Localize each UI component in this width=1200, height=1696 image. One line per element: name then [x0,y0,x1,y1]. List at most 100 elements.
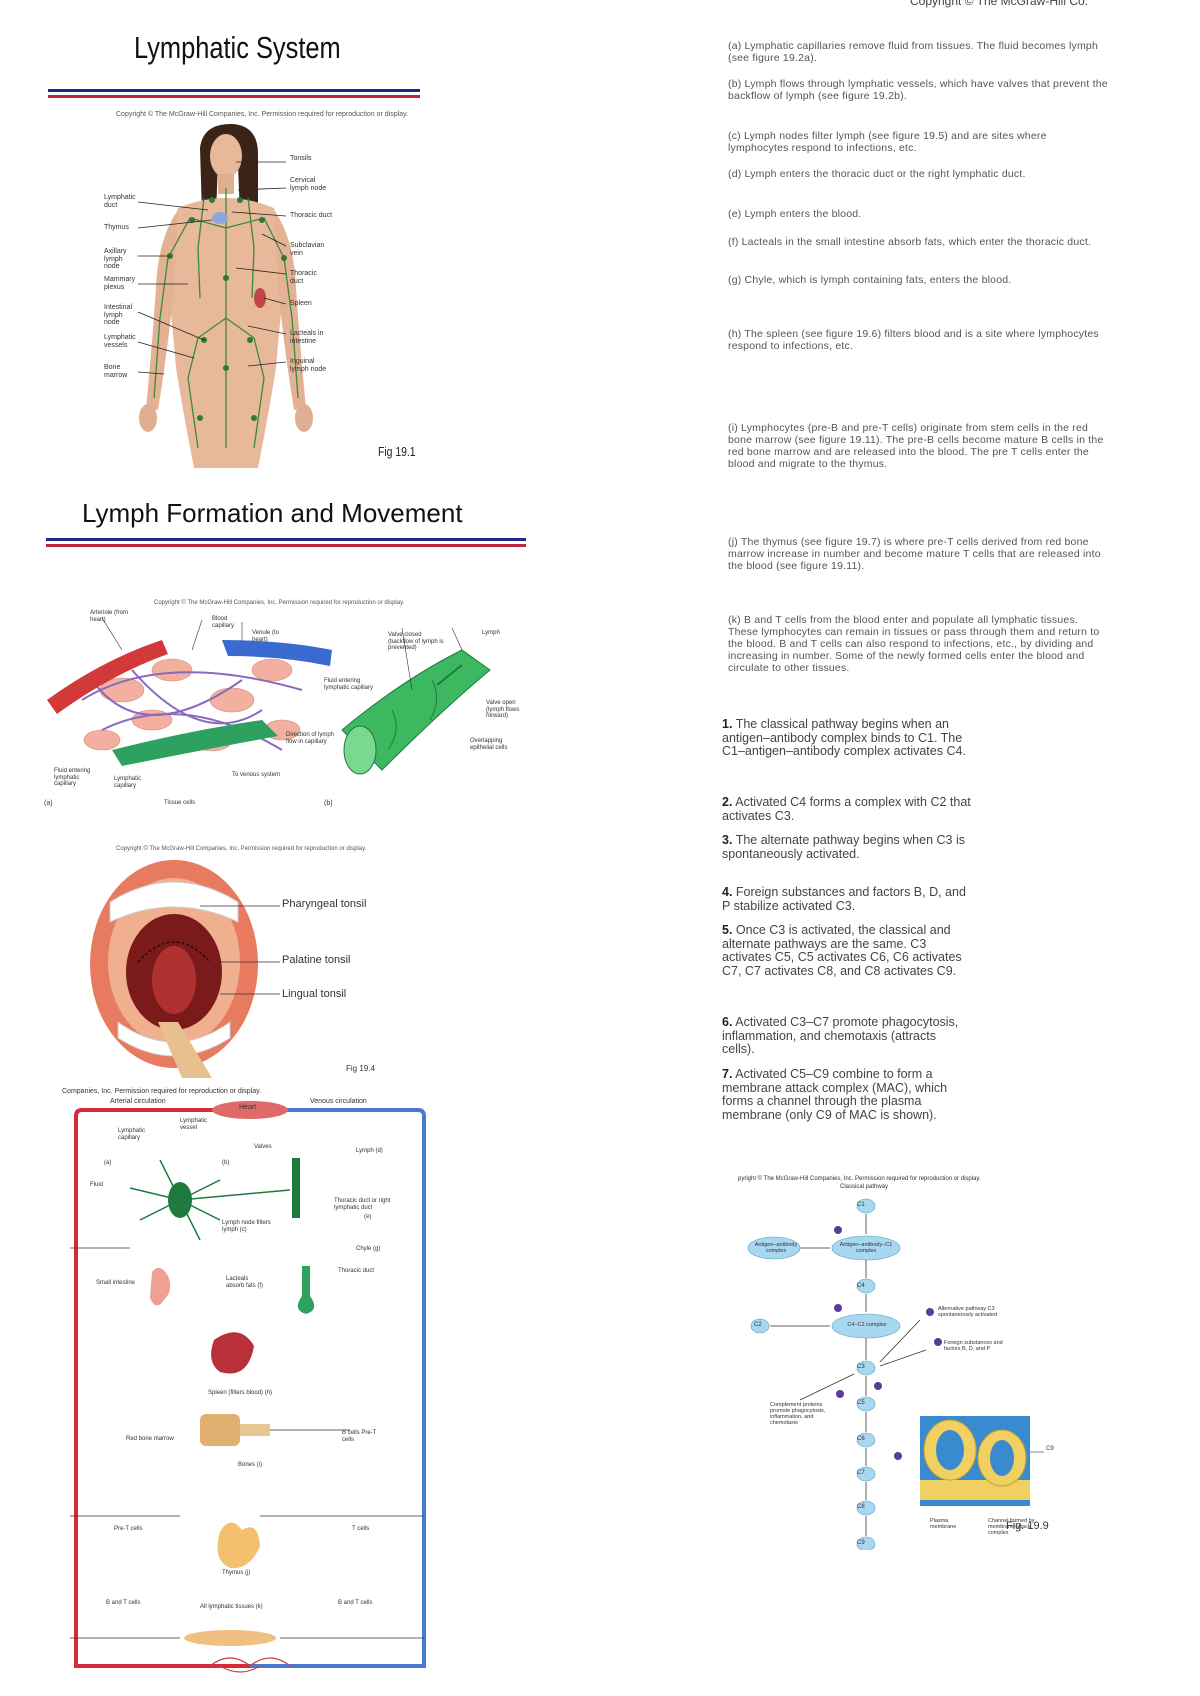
flow-label-2: Valves [254,1144,294,1151]
step-1: 1. The classical pathway begins when an … [722,718,972,759]
step-5: 5. Once C3 is activated, the classical a… [722,924,972,978]
complement-antigen: Antigen–antibody complex [754,1242,798,1254]
body-label-tonsils: Tonsils [290,155,360,163]
flow-label-21: B and T cells [106,1600,156,1606]
flow-label-9: Lymph node filters lymph (c) [222,1220,272,1233]
body-label-inguinal: Inguinal lymph node [290,358,330,373]
lymphatic-body-figure [108,118,468,468]
note-b: (b) Lymph flows through lymphatic vessel… [728,78,1108,102]
complement-plasma: Plasma membrane [930,1518,970,1530]
complement-foreign: Foreign substances and factors B, D, and… [944,1340,1014,1352]
body-label-thymus: Thymus [104,224,140,232]
body-label-thoracic-duct: Thoracic duct [290,270,330,285]
title-rule-blue [48,89,420,92]
flow-label-17: Bones (i) [238,1462,268,1469]
cnode-c9: C9 [857,1540,865,1546]
permission-note-5: pyright © The McGraw-Hill Companies, Inc… [738,1176,981,1182]
body-label-lymphatic-duct: Lymphatic duct [104,194,140,209]
permission-note-2: Copyright © The McGraw-Hill Companies, I… [154,600,404,606]
tonsil-label-palatine: Palatine tonsil [282,954,351,966]
lf-label-blood-capillary: Blood capillary [212,616,242,629]
figure-number-19-1: Fig 19.1 [378,444,416,459]
flow-label-10: Chyle (g) [356,1246,396,1253]
note-e: (e) Lymph enters the blood. [728,208,1108,220]
body-label-vessels: Lymphatic vessels [104,334,144,349]
flow-label-8: (e) [364,1214,371,1220]
cnode-complex: Antigen–antibody–C1 complex [838,1242,894,1254]
complement-promote: Complement proteins promote phagocytosis… [770,1402,834,1426]
flow-label-14: Spleen (filters blood) (h) [208,1390,288,1397]
flow-label-7: Thoracic duct or right lymphatic duct [334,1198,414,1211]
flow-label-22: All lymphatic tissues (k) [200,1604,280,1611]
note-d: (d) Lymph enters the thoracic duct or th… [728,168,1108,180]
note-k: (k) B and T cells from the blood enter a… [728,614,1108,674]
flow-label-18: Pre-T cells [114,1526,154,1532]
flow-label-19: T cells [352,1526,392,1532]
permission-note: Copyright © The McGraw-Hill Companies, I… [116,111,408,118]
flow-label-4: (b) [222,1160,229,1166]
body-label-cervical: Cervical lymph node [290,177,330,192]
cnode-c3: C3 [857,1364,865,1370]
flow-label-11: Thoracic duct [338,1268,378,1275]
body-label-thoracic: Thoracic duct [290,212,350,220]
body-label-axillary: Axillary lymph node [104,248,140,271]
flow-heart: Heart [239,1104,256,1111]
note-c: (c) Lymph nodes filter lymph (see figure… [728,130,1108,154]
title-rule-red-2 [46,544,526,547]
note-a: (a) Lymphatic capillaries remove fluid f… [728,40,1108,64]
cnode-c4: C4 [857,1283,865,1289]
figure-number-19-4: Fig 19.4 [346,1064,375,1073]
note-i: (i) Lymphocytes (pre-B and pre-T cells) … [728,422,1108,470]
body-label-lacteals: Lacteals in intestine [290,330,330,345]
slide-title-lymphatic-system: Lymphatic System [134,30,341,66]
cnode-c4c2: C4–C2 complex [842,1322,892,1328]
cnode-c6: C6 [857,1436,865,1442]
flow-label-12: Small intestine [96,1280,156,1287]
lf-label-venule: Venule (to heart) [252,630,282,643]
flow-label-3: (a) [104,1160,111,1166]
slide-title-lymph-formation: Lymph Formation and Movement [82,498,463,529]
step-3: 3. The alternate pathway begins when C3 … [722,834,972,861]
lf-label-lymph-capillary: Lymphatic capillary [114,776,154,789]
flow-label-16: B cells Pre-T cells [342,1430,382,1443]
cnode-c2: C2 [754,1322,762,1328]
complement-alternative: Alternative pathway C3 spontaneously act… [938,1306,1018,1318]
lf-panel-b: (b) [324,800,333,807]
lf-label-direction: Direction of lymph flow in capillary [286,732,346,745]
copyright-header: Copyright © The McGraw-Hill Co. [910,0,1088,8]
tonsil-label-lingual: Lingual tonsil [282,988,346,1000]
body-label-subclavian: Subclavian vein [290,242,330,257]
flow-label-1: Lymphatic vessel [180,1118,220,1131]
lf-label-valve-open: Valve open (lymph flows forward) [486,700,526,720]
complement-c9-label: C9 [1046,1446,1054,1452]
flow-label-6: Lymph (d) [356,1148,396,1155]
step-6: 6. Activated C3–C7 promote phagocytosis,… [722,1016,972,1057]
lf-panel-a: (a) [44,800,53,807]
step-7: 7. Activated C5–C9 combine to form a mem… [722,1068,972,1122]
title-rule-red [48,95,420,98]
body-label-bone-marrow: Bone marrow [104,364,140,379]
lf-label-arteriole: Arteriole (from heart) [90,610,130,623]
lf-label-valve-closed: Valve closed (backflow of lymph is preve… [388,632,448,652]
note-j: (j) The thymus (see figure 19.7) is wher… [728,536,1108,572]
note-g: (g) Chyle, which is lymph containing fat… [728,274,1108,286]
figure-number-19-9: Fig. 19.9 [1006,1520,1049,1532]
body-label-intestinal: Intestinal lymph node [104,304,140,327]
flow-label-23: B and T cells [338,1600,388,1606]
lf-label-overlapping: Overlapping epithelial cells [470,738,520,751]
note-h: (h) The spleen (see figure 19.6) filters… [728,328,1108,352]
tonsil-label-pharyngeal: Pharyngeal tonsil [282,898,366,910]
flow-label-15: Red bone marrow [126,1436,196,1443]
cnode-c7: C7 [857,1470,865,1476]
lf-label-lymph: Lymph [482,630,512,637]
flow-label-0: Lymphatic capillary [118,1128,158,1141]
cnode-c1: C1 [857,1202,865,1208]
cnode-c8: C8 [857,1504,865,1510]
step-2: 2. Activated C4 forms a complex with C2 … [722,796,972,823]
cnode-c5: C5 [857,1400,865,1406]
lf-label-venous-system: To venous system [232,772,292,779]
lf-label-fluid-entering-2: Fluid entering lymphatic capillary [54,768,98,788]
title-rule-blue-2 [46,538,526,541]
flow-label-13: Lacteals absorb fats (f) [226,1276,266,1289]
body-label-spleen: Spleen [290,300,330,308]
